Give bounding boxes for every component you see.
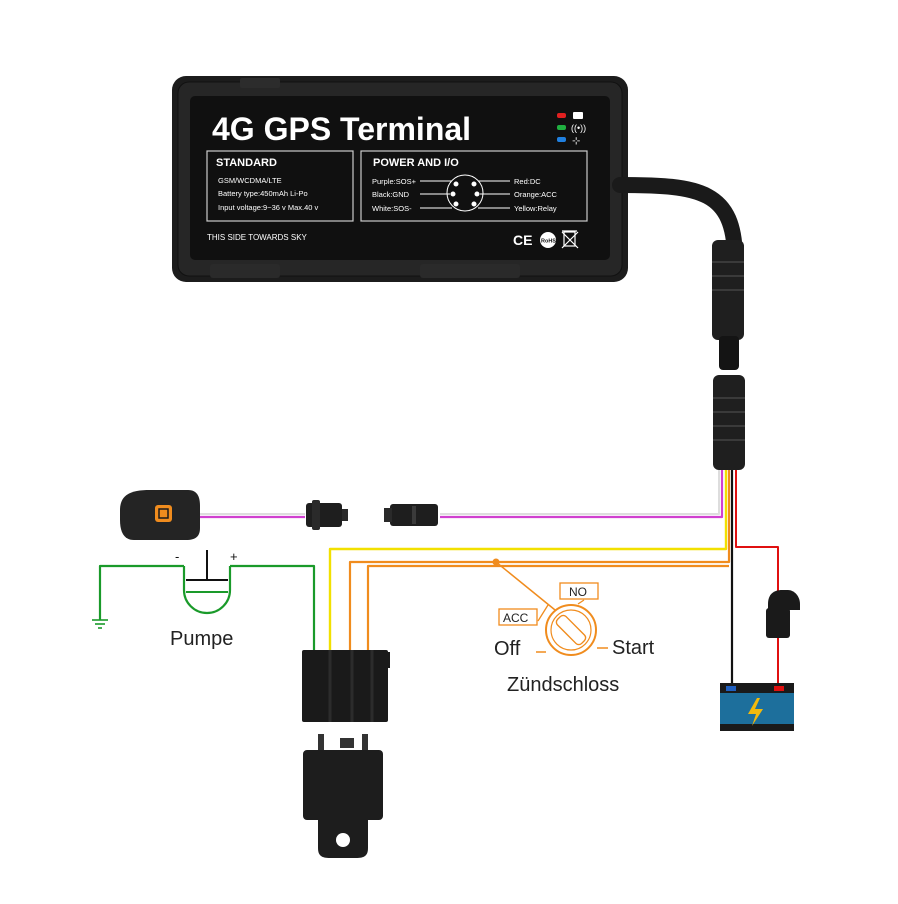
signal-icon: ((•)) [571,123,586,133]
wire-orange-ignition [495,561,561,615]
connector-pinout-icon [420,174,510,212]
ground-icon [92,619,108,629]
standard-line: Battery type:450mAh Li-Po [218,189,308,198]
io-left-label: Purple:SOS+ [372,177,417,186]
wires [98,470,779,683]
rohs-mark-icon: RoHS [540,232,556,248]
wire-red [735,470,779,600]
led-indicators: ((•)) ⊹ [557,112,586,147]
ignition-start: Start [612,637,655,659]
pump-minus: - [175,549,179,564]
wire-white [440,470,720,515]
gps-terminal: 4G GPS Terminal ((•)) ⊹ STANDARD GSM/WCD… [172,76,628,282]
ignition-off: Off [494,638,521,660]
standard-box: STANDARD GSM/WCDMA/LTE Battery type:450m… [206,150,354,222]
io-left-label: White:SOS- [372,204,412,213]
standard-line: GSM/WCDMA/LTE [218,176,282,185]
relay-socket [302,650,390,722]
wire-orange-relay2 [366,564,729,650]
device-cable [612,177,745,470]
fuse-holder-icon [766,590,800,638]
ignition-acc: ACC [503,611,529,625]
svg-text:RoHS: RoHS [541,239,556,245]
io-right-label: Yellow:Relay [514,204,557,213]
device-title: 4G GPS Terminal [212,111,471,147]
wire-yellow [328,470,728,650]
relay-icon [303,734,383,858]
standard-line: Input voltage:9~36 v Max.40 v [218,203,319,212]
io-right-label: Red:DC [514,177,541,186]
io-left-label: Black:GND [372,190,410,199]
io-right-label: Orange:ACC [514,190,558,199]
cable-connector [713,375,745,470]
ignition-no: NO [569,585,587,599]
battery-icon [720,683,794,731]
satellite-icon: ⊹ [572,136,580,147]
wire-purple [440,470,724,519]
power-io-box: POWER AND I/O Purple:SOS+ Black:GND Whit… [360,150,588,222]
pump-symbol: - + Pumpe [170,549,238,650]
device-footer: THIS SIDE TOWARDS SKY [207,233,308,242]
wire-orange [348,470,731,650]
ignition-label: Zündschloss [507,674,619,696]
weee-bin-icon [561,230,579,249]
pump-label: Pumpe [170,628,233,650]
sos-connector [306,500,438,530]
io-heading: POWER AND I/O [373,157,459,169]
standard-heading: STANDARD [216,157,277,169]
ce-mark-icon: CE [513,232,532,248]
wire-green [98,564,316,650]
battery-icon [573,112,583,119]
ignition-switch: ACC NO Off Start Zündschloss [494,582,655,696]
pump-plus: + [230,549,238,564]
sos-button [120,490,200,540]
